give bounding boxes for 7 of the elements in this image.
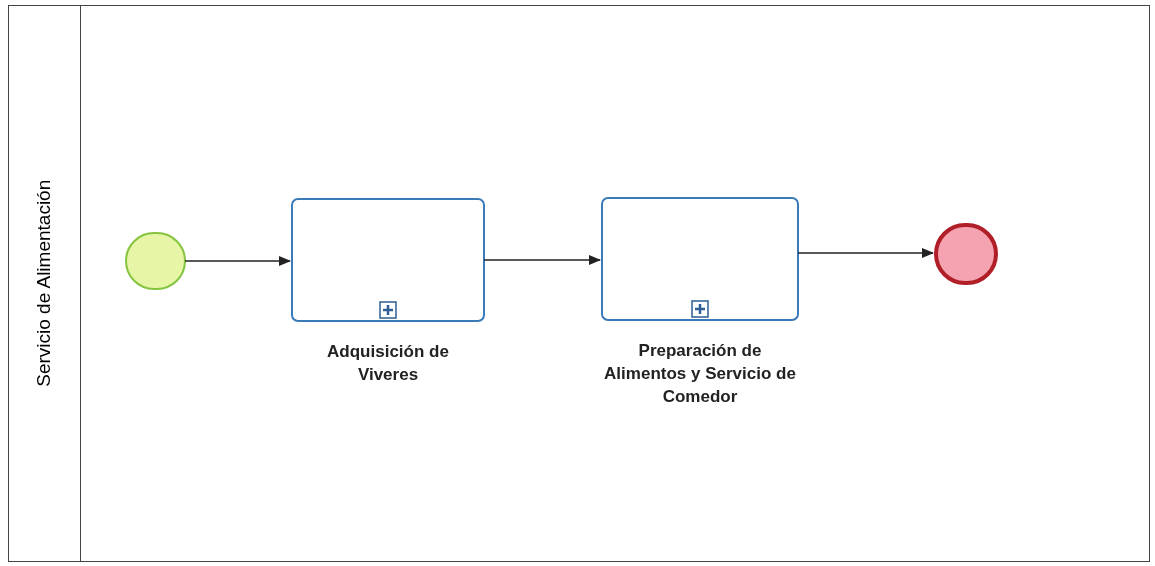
- pool: [8, 5, 1150, 562]
- pool-label: Servicio de Alimentación: [32, 180, 56, 387]
- subprocess-label: Adquisición de Viveres: [326, 341, 450, 386]
- sequence-flow-arrow: [483, 255, 601, 265]
- sequence-flow-arrow: [797, 248, 934, 258]
- sequence-flow-arrow: [184, 256, 291, 266]
- subprocess-label: Preparación de Alimentos y Servicio de Comedor: [603, 340, 797, 408]
